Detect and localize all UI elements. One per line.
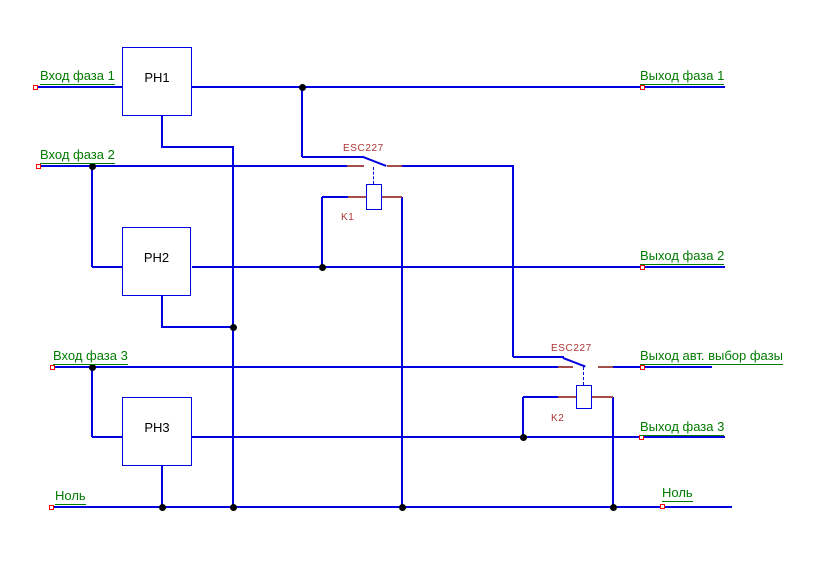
wire-segment (161, 466, 163, 507)
wire-segment (523, 396, 558, 398)
wire-segment (513, 356, 564, 358)
contactor-type-label: ESC227 (343, 143, 384, 154)
net-label-output-phase-3: Выход фаза 3 (640, 419, 725, 436)
junction-dot (609, 503, 617, 511)
junction-dot (519, 433, 527, 441)
terminal-square (49, 505, 54, 510)
wire-segment (302, 156, 364, 158)
wire-segment (402, 165, 514, 167)
contact-stub (598, 366, 613, 368)
net-label-output-auto-select: Выход авт. выбор фазы (640, 348, 783, 365)
wire-segment (91, 166, 93, 267)
contact-stub (382, 196, 402, 198)
junction-dot (318, 263, 326, 271)
wire-segment (92, 266, 123, 268)
actuator-link (373, 167, 374, 184)
wire-segment (92, 436, 123, 438)
net-label-input-phase-3: Вход фаза 3 (53, 348, 128, 365)
wire-segment (301, 87, 303, 157)
net-label-neutral-left: Ноль (55, 488, 86, 505)
wire-segment (91, 367, 93, 437)
junction-dot (229, 503, 237, 511)
junction-dot (298, 83, 306, 91)
contact-stub (348, 196, 367, 198)
junction-dot (88, 363, 96, 371)
junction-dot (88, 162, 96, 170)
wire-segment (161, 326, 233, 328)
wire-segment (40, 165, 347, 167)
terminal-square (660, 504, 665, 509)
contact-stub (347, 165, 364, 167)
actuator-link (583, 367, 584, 385)
contactor-type-label: ESC227 (551, 343, 592, 354)
contact-stub (558, 396, 577, 398)
terminal-square (36, 164, 41, 169)
net-label-input-phase-2: Вход фаза 2 (40, 147, 115, 164)
terminal-square (33, 85, 38, 90)
wire-segment (512, 165, 514, 357)
wire-segment (192, 436, 725, 438)
wire-segment (37, 86, 122, 88)
contact-stub (592, 396, 613, 398)
net-label-input-phase-1: Вход фаза 1 (40, 68, 115, 85)
wire-segment (322, 196, 349, 198)
wire-segment (161, 146, 234, 148)
terminal-square (640, 365, 645, 370)
coil-label: K1 (341, 212, 355, 223)
wire-segment (522, 397, 524, 437)
relay-box-rn3: РН3 (122, 397, 192, 466)
wire-segment (53, 506, 732, 508)
terminal-square (640, 265, 645, 270)
relay-box-rn2: РН2 (122, 227, 191, 296)
junction-dot (229, 323, 237, 331)
terminal-square (640, 85, 645, 90)
wire-segment (401, 197, 403, 507)
net-label-output-phase-2: Выход фаза 2 (640, 248, 725, 265)
junction-dot (158, 503, 166, 511)
net-label-output-phase-1: Выход фаза 1 (640, 68, 725, 85)
wire-segment (161, 296, 163, 327)
wire-segment (612, 397, 614, 507)
coil-k1 (366, 184, 382, 210)
wire-segment (192, 266, 725, 268)
wire-segment (161, 116, 163, 147)
contact-stub (387, 165, 402, 167)
coil-label: K2 (551, 413, 565, 424)
net-label-neutral-right: Ноль (662, 485, 693, 502)
wire-segment (54, 366, 558, 368)
wire-segment (192, 86, 725, 88)
coil-k2 (576, 385, 592, 409)
wire-segment (321, 197, 323, 267)
wire-segment (613, 366, 712, 368)
relay-box-rn1: РН1 (122, 47, 192, 116)
junction-dot (398, 503, 406, 511)
contact-stub (558, 366, 573, 368)
contact-blade-k1 (362, 156, 387, 167)
terminal-square (50, 365, 55, 370)
